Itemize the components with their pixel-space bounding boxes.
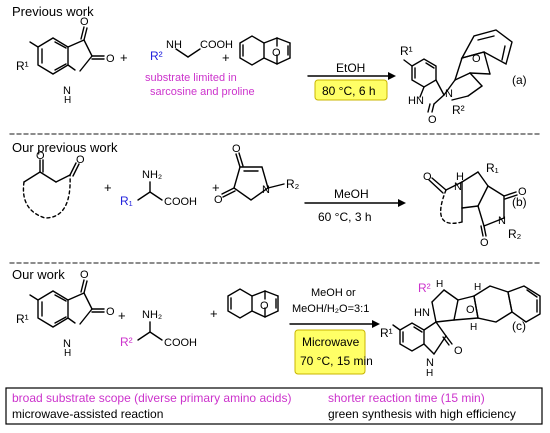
amino-acid-c (137, 321, 163, 341)
product-r2-label: R² (418, 281, 431, 295)
section-heading-a: Previous work (12, 4, 94, 19)
highlight-right-1: shorter reaction time (15 min) (328, 391, 485, 405)
r1-label: R¹ (16, 59, 29, 73)
nh2-label: NH₂ (142, 169, 162, 181)
product-h-label: H (426, 368, 433, 379)
product-o-label: O (454, 345, 463, 357)
product-o-label: O (472, 53, 481, 65)
substrate-note-line2: sarcosine and proline (150, 86, 255, 98)
plus-sign: + (212, 180, 220, 195)
n-label: N (63, 338, 71, 350)
plus-sign: + (120, 50, 128, 65)
product-n-label: N (445, 88, 453, 100)
o-label: O (232, 143, 241, 155)
method-c: Microwave (302, 335, 360, 349)
substrate-note-line1: substrate limited in (145, 72, 237, 84)
tag-b: (b) (512, 195, 527, 209)
highlight-left-2: microwave-assisted reaction (12, 407, 163, 421)
product-r2-label: R₂ (508, 227, 522, 241)
reagent-c-line1: MeOH or (311, 287, 356, 299)
r2-label: R₂ (286, 177, 300, 191)
amino-acid-a (175, 48, 201, 58)
product-h-label: H (474, 282, 481, 293)
o-label: O (80, 16, 89, 28)
product-o-label: O (466, 304, 475, 316)
r2-label: R² (120, 335, 133, 349)
o-label: O (106, 53, 115, 65)
o-label: O (214, 194, 223, 206)
h-label: H (64, 348, 71, 359)
conditions-box-c (294, 329, 366, 375)
cooh-label: COOH (164, 196, 197, 208)
highlight-left-1: broad substrate scope (diverse primary a… (12, 391, 291, 405)
r2-label: R² (150, 49, 163, 63)
r1-label: R¹ (16, 312, 29, 326)
nh2-label: NH₂ (142, 309, 162, 321)
product-r1-label: R¹ (400, 44, 413, 58)
reagent-a: EtOH (336, 61, 365, 75)
nh-label: N (63, 85, 71, 97)
plus-sign: + (222, 50, 230, 65)
conditions-a: 80 °C, 6 h (322, 84, 376, 98)
h-label: H (64, 95, 71, 106)
cooh-label: COOH (164, 337, 197, 349)
section-heading-c: Our work (12, 267, 65, 282)
diketone-structure-b (22, 159, 80, 219)
product-o-label: O (480, 237, 489, 249)
product-nh-label: N (426, 357, 434, 369)
n-label: NH (166, 39, 182, 51)
o-bridge-label: O (272, 47, 281, 59)
plus-sign: + (118, 308, 126, 323)
isatin-structure-c (29, 279, 105, 328)
product-h-label: H (470, 322, 477, 333)
product-o-label: O (423, 171, 432, 183)
o-label: O (76, 154, 85, 166)
maleimide-structure-b (221, 152, 285, 201)
r1-label: R₁ (120, 194, 133, 208)
product-h-label: H (436, 279, 443, 290)
conditions-box-a (314, 79, 388, 101)
isatin-structure-a (29, 26, 105, 75)
reagent-b: MeOH (334, 187, 369, 201)
conditions-c: 70 °C, 15 min (300, 354, 373, 368)
product-hn-label: HN (408, 95, 424, 107)
n-label: N (262, 184, 270, 196)
product-hn-label: HN (414, 307, 430, 319)
reagent-c-line2: MeOH/H₂O=3:1 (292, 303, 369, 315)
conditions-b: 60 °C, 3 h (318, 210, 372, 224)
o-label: O (106, 306, 115, 318)
plus-sign: + (104, 180, 112, 195)
product-r2-label: R² (452, 103, 465, 117)
plus-sign: + (210, 306, 218, 321)
product-h-label: H (456, 171, 464, 183)
product-r1-label: R¹ (380, 326, 393, 340)
product-n-label: N (498, 215, 506, 227)
highlight-box (5, 387, 543, 425)
product-r1-label: R₁ (486, 161, 499, 175)
product-o-label: O (518, 186, 527, 198)
product-n-label: N (454, 181, 462, 193)
product-o-label: O (428, 114, 437, 126)
section-heading-b: Our previous work (12, 140, 118, 155)
o-label: O (36, 150, 45, 162)
product-structure-a (403, 29, 513, 113)
product-structure-c (392, 285, 541, 355)
oxabenzonorbornadiene-c (227, 288, 279, 319)
tag-a: (a) (512, 73, 527, 87)
oxabenzonorbornadiene-a (239, 35, 291, 66)
highlight-right-2: green synthesis with high efficiency (328, 407, 516, 421)
product-structure-b (428, 171, 518, 237)
o-label: O (80, 269, 89, 281)
o-bridge-label: O (260, 300, 269, 312)
amino-acid-b (137, 181, 163, 201)
cooh-label: COOH (200, 39, 233, 51)
tag-c: (c) (512, 319, 526, 333)
